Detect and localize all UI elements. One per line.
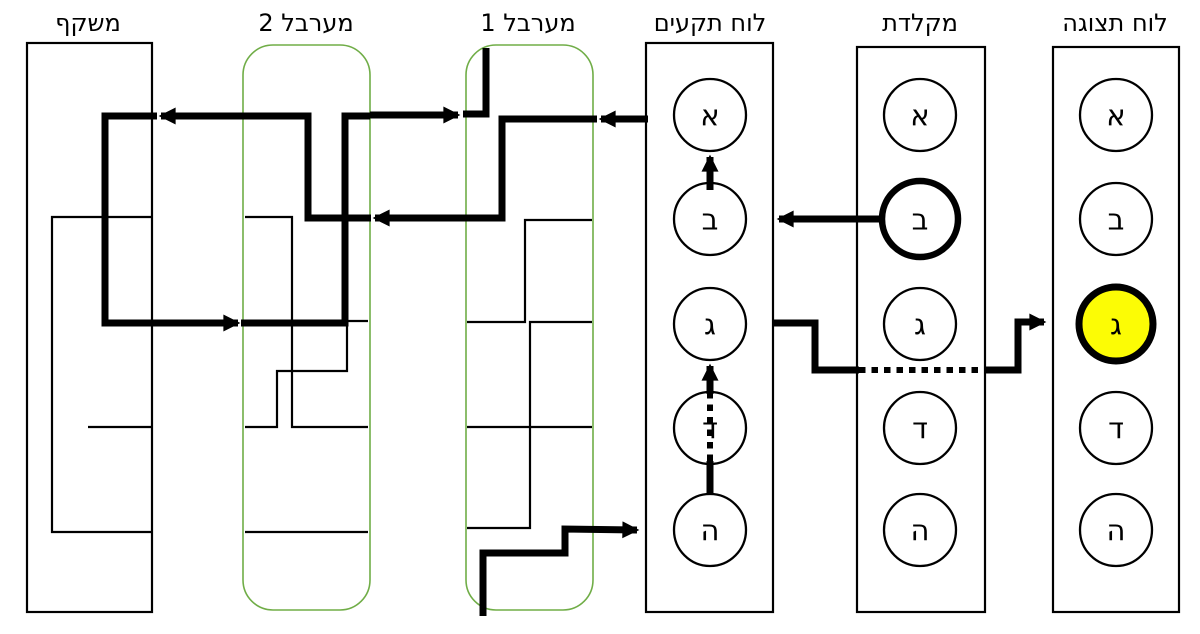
plugboard-letter-1: א <box>700 98 719 132</box>
display-key-5 <box>1078 492 1154 568</box>
board-plugboard <box>644 41 775 614</box>
keyboard-letter-4: ד <box>912 411 928 445</box>
keyboard-key-1[interactable] <box>882 77 958 153</box>
plugboard-letter-4: ד <box>702 411 718 445</box>
wiring-rotor2-g-to-d <box>245 319 368 429</box>
display-key-4 <box>1078 390 1154 466</box>
signal-reflector-a-to-g <box>101 112 157 327</box>
signal-path-layer <box>101 48 1047 616</box>
display-label: לוח תצוגה <box>1062 9 1168 37</box>
display-letter-2: ב <box>1108 202 1125 236</box>
display-letter-3: ג <box>1110 307 1122 341</box>
rotor-wiring-layer <box>50 215 592 534</box>
display-key-3-lit <box>1075 283 1157 365</box>
rotor1-label: מערבל 1 <box>480 9 575 37</box>
signal-rotor1-forward <box>467 115 597 222</box>
board-display <box>1051 45 1181 614</box>
wiring-rotor1-g-to-e <box>467 320 592 530</box>
board-reflector <box>25 41 154 614</box>
signal-keyboard-exit-to-display-g <box>984 313 1047 374</box>
plugboard-key-1 <box>672 77 748 153</box>
key-circles-layer: א ב ג ד ה א ב ג ד ה א ב ג ד ה <box>672 77 1157 568</box>
keyboard-key-4[interactable] <box>882 390 958 466</box>
wiring-rotor1-b-to-g <box>467 218 592 324</box>
keyboard-letter-2: ב <box>912 202 929 236</box>
keyboard-letter-1: א <box>910 98 929 132</box>
signal-rotor2-forward <box>245 112 371 222</box>
keyboard-key-3[interactable] <box>882 286 958 362</box>
labels-layer: משקף מערבל 2 מערבל 1 לוח תקעים מקלדת לוח תצוג… <box>55 9 1168 37</box>
plugboard-letter-5: ה <box>701 513 720 547</box>
display-letter-4: ד <box>1108 411 1124 445</box>
keyboard-letter-5: ה <box>911 513 930 547</box>
plugboard-letter-3: ג <box>704 307 716 341</box>
boards-layer <box>25 41 1181 614</box>
board-rotor2 <box>242 44 371 611</box>
signal-rotor1-return-wrap-bottom <box>479 521 640 616</box>
rotor2-label: מערבל 2 <box>258 9 353 37</box>
board-keyboard <box>855 45 987 614</box>
signal-plugboard-g-out <box>773 319 859 374</box>
keyboard-label: מקלדת <box>882 9 958 37</box>
display-letter-1: א <box>1106 98 1125 132</box>
signal-rotor2-return <box>241 112 370 327</box>
board-rotor1 <box>465 44 594 611</box>
plugboard-letter-2: ב <box>702 202 719 236</box>
display-key-1 <box>1078 77 1154 153</box>
display-key-2 <box>1078 181 1154 257</box>
display-letter-5: ה <box>1107 513 1126 547</box>
reflector-label: משקף <box>55 9 121 37</box>
keyboard-key-5[interactable] <box>882 492 958 568</box>
signal-rotor1-return-wrap-top <box>463 48 490 118</box>
plugboard-label: לוח תקעים <box>654 9 767 37</box>
plugboard-key-3 <box>672 286 748 362</box>
keyboard-letter-3: ג <box>914 307 926 341</box>
